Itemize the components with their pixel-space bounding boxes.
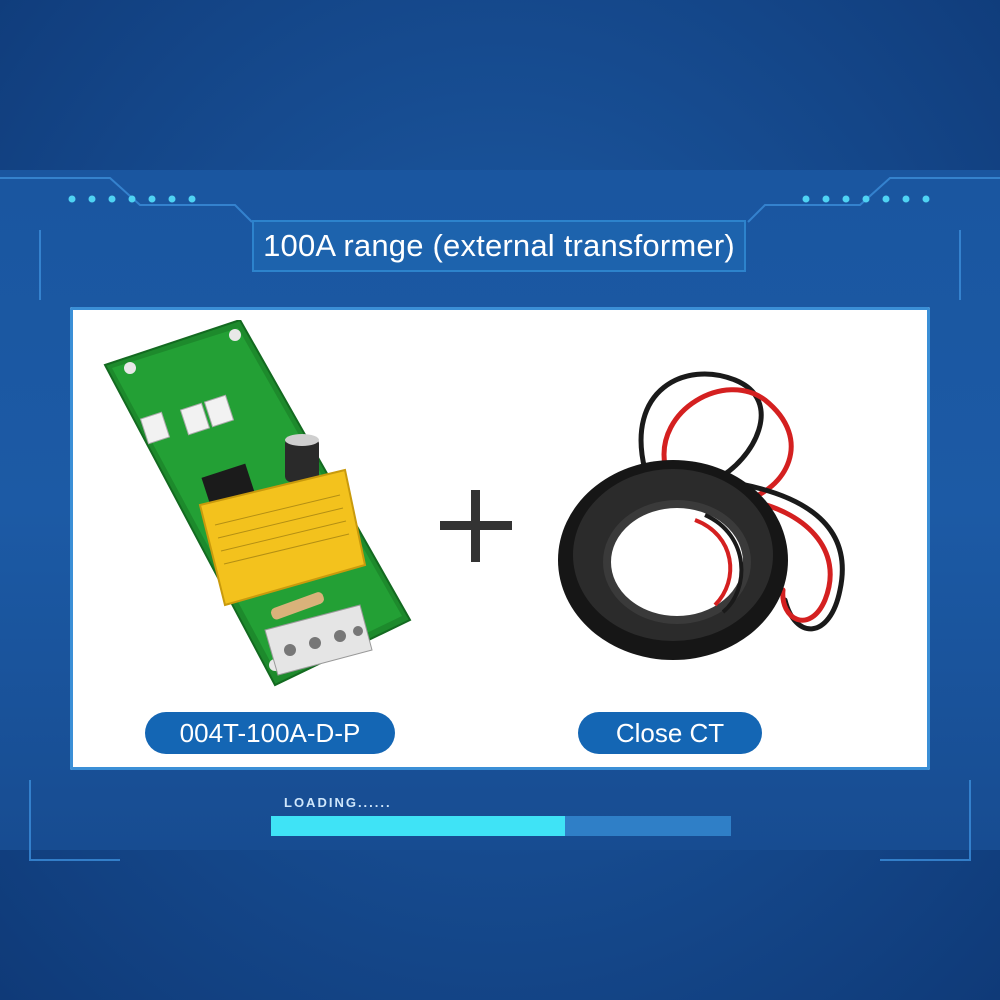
current-transformer-icon	[558, 371, 845, 660]
progress-bar	[271, 816, 731, 836]
plus-icon	[440, 490, 512, 562]
pcb-module-icon	[103, 320, 412, 687]
page-title: 100A range (external transformer)	[252, 220, 746, 272]
product-label-ct: Close CT	[578, 712, 762, 754]
dot-row-right	[802, 195, 930, 203]
dot-row-left	[68, 195, 196, 203]
progress-fill	[271, 816, 566, 836]
product-label-module: 004T-100A-D-P	[145, 712, 395, 754]
loading-label: LOADING......	[284, 795, 392, 810]
